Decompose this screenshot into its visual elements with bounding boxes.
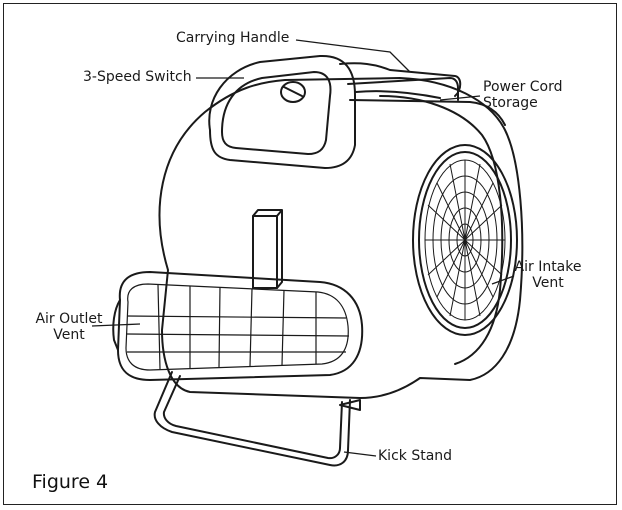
carrying-handle-leader — [295, 39, 411, 73]
housing-body — [158, 77, 524, 399]
carrying-handle-grip — [221, 71, 332, 155]
kick-stand-label: Kick Stand — [378, 448, 453, 464]
intake-grille — [424, 159, 506, 321]
housing-contour — [379, 95, 504, 365]
air-outlet-label-line1: Air Outlet — [35, 311, 103, 327]
speed-switch-label: 3-Speed Switch — [83, 69, 192, 85]
figure-caption: Figure 4 — [32, 471, 109, 493]
power-cord-label-line1: Power Cord — [483, 79, 563, 95]
power-cord-label-line2: Storage — [483, 95, 538, 111]
power-cord-leader — [439, 95, 481, 101]
air-intake-leader — [491, 275, 515, 285]
carrying-handle-outline — [208, 54, 356, 169]
intake-outer-rim — [412, 144, 518, 336]
outlet-grille — [125, 283, 350, 371]
speed-switch-dial — [280, 81, 306, 103]
kick-stand — [153, 371, 351, 467]
air-outlet-label-line2: Vent — [53, 327, 85, 343]
carrying-handle-label: Carrying Handle — [176, 30, 290, 46]
outlet-housing — [117, 271, 364, 381]
figure-frame — [3, 3, 617, 505]
leader-lines — [91, 39, 515, 457]
air-intake-label-line1: Air Intake — [514, 259, 582, 275]
top-ridge — [349, 99, 506, 126]
kick-stand-leader — [343, 451, 377, 457]
air-outlet-leader — [91, 323, 141, 327]
air-intake-label-line2: Vent — [532, 275, 564, 291]
handle-post — [252, 215, 278, 289]
